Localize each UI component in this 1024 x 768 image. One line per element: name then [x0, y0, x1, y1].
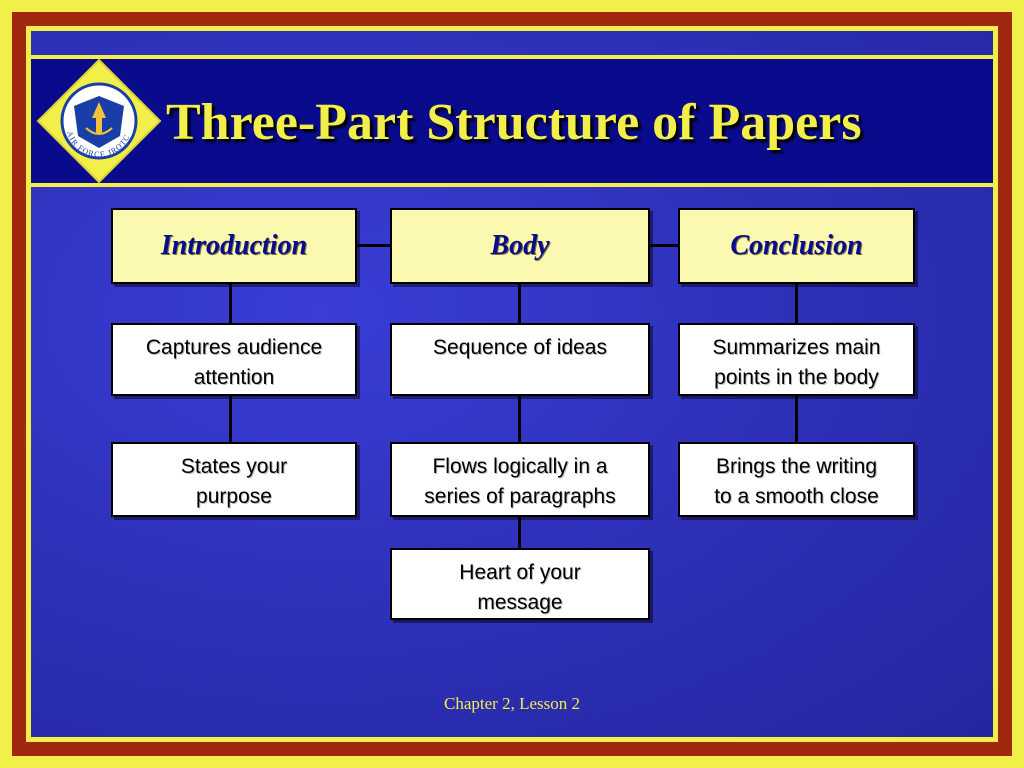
item-text: Sequence of ideas: [433, 336, 607, 359]
slide-footer: Chapter 2, Lesson 2: [444, 694, 580, 713]
item-text: States your purpose: [180, 455, 288, 508]
body-item-2: Flows logically in a series of paragraph…: [390, 442, 650, 517]
connector-intro-body: [357, 244, 391, 247]
item-text: Flows logically in a series of paragraph…: [424, 455, 616, 508]
connector-conclusion-1: [795, 284, 798, 323]
connector-body-1: [518, 284, 521, 323]
title-bar: [31, 55, 993, 187]
connector-body-2: [518, 396, 521, 442]
conclusion-item-1: Summarizes main points in the body: [678, 323, 915, 396]
heading-label: Introduction: [160, 230, 308, 261]
connector-conclusion-2: [795, 396, 798, 442]
body-item-1: Sequence of ideas: [390, 323, 650, 396]
jrotc-emblem-icon: AIR FORCE JROTC: [36, 58, 162, 184]
connector-body-3: [518, 517, 521, 548]
heading-body: Body: [390, 208, 650, 284]
heading-conclusion: Conclusion: [678, 208, 915, 284]
connector-intro-1: [229, 284, 232, 323]
heading-introduction: Introduction: [111, 208, 357, 284]
item-text: Brings the writing to a smooth close: [714, 455, 879, 508]
item-text: Captures audience attention: [145, 336, 323, 389]
item-text: Heart of your message: [459, 561, 581, 614]
heading-label: Body: [490, 230, 550, 261]
page-title: Three-Part Structure of Papers: [166, 94, 862, 151]
intro-item-2: States your purpose: [111, 442, 357, 517]
heading-label: Conclusion: [730, 230, 863, 261]
conclusion-item-2: Brings the writing to a smooth close: [678, 442, 915, 517]
intro-item-1: Captures audience attention: [111, 323, 357, 396]
connector-body-conclusion: [650, 244, 678, 247]
connector-intro-2: [229, 396, 232, 442]
body-item-3: Heart of your message: [390, 548, 650, 620]
item-text: Summarizes main points in the body: [712, 336, 881, 389]
